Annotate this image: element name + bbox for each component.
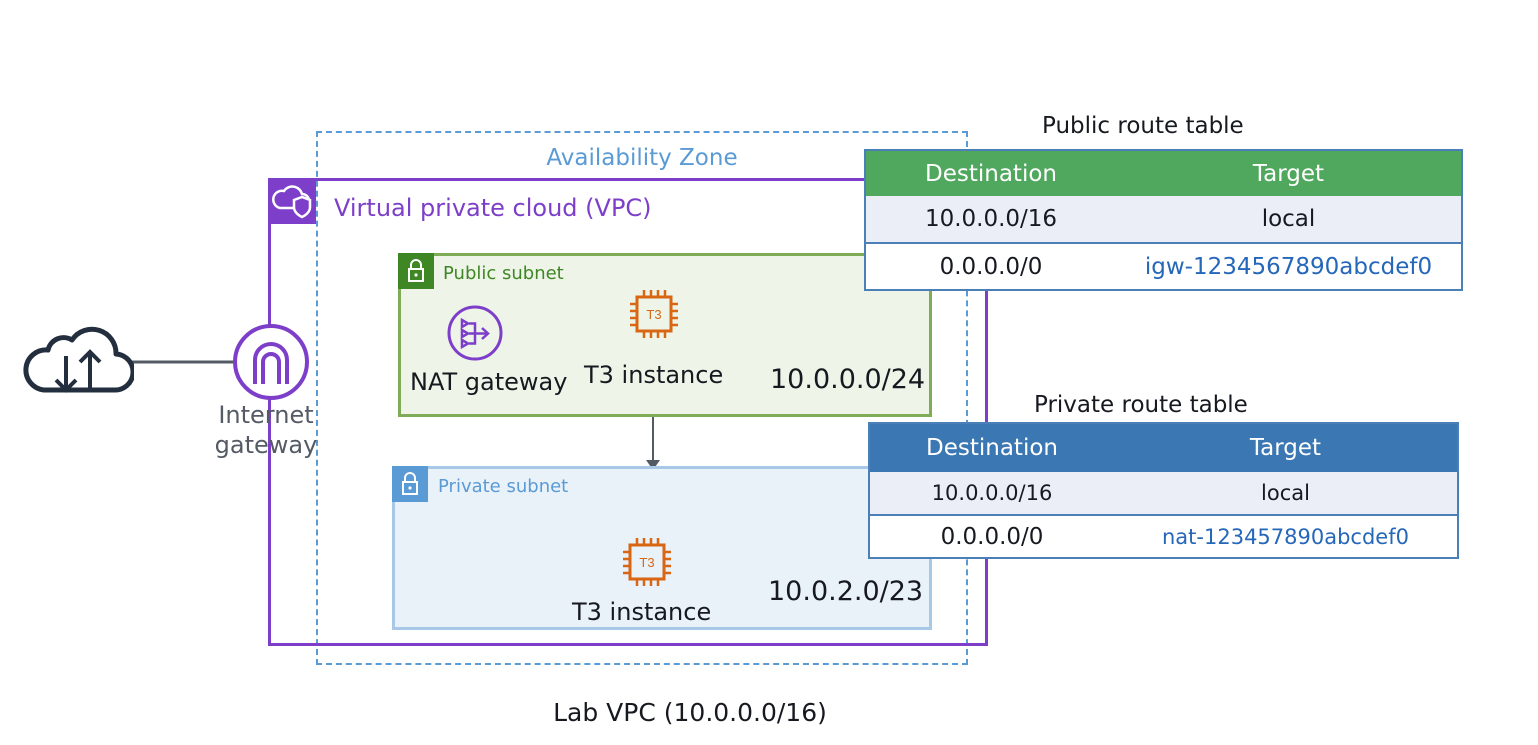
- internet-gateway-icon: [233, 324, 309, 400]
- nat-target-link[interactable]: nat-123457890abcdef0: [1162, 525, 1409, 549]
- ec2-t3-chip-icon: T3: [623, 538, 671, 586]
- nat-gateway-icon: [447, 305, 503, 361]
- private-instance-label: T3 instance: [572, 598, 712, 626]
- table-header-row: Destination Target: [866, 151, 1461, 196]
- arrow-head: [646, 460, 660, 470]
- public-route-table-title: Public route table: [1042, 113, 1244, 139]
- vpc-label: Virtual private cloud (VPC): [334, 194, 652, 222]
- destination-cell: 0.0.0.0/0: [939, 254, 1043, 280]
- lock-icon: [392, 466, 428, 502]
- public-instance-label: T3 instance: [584, 361, 724, 389]
- chip-text: T3: [646, 307, 661, 322]
- igw-target-link[interactable]: igw-1234567890abcdef0: [1144, 254, 1433, 280]
- internet-cloud-icon: [23, 326, 134, 393]
- diagram-caption: Lab VPC (10.0.0.0/16): [553, 698, 827, 727]
- private-subnet-box: [392, 466, 932, 630]
- table-row: 10.0.0.0/16 local: [866, 196, 1461, 242]
- table-row: 0.0.0.0/0 nat-123457890abcdef0: [870, 514, 1457, 558]
- availability-zone-label: Availability Zone: [546, 145, 738, 171]
- column-header-target: Target: [1252, 160, 1325, 187]
- public-subnet-label: Public subnet: [443, 263, 564, 284]
- availability-zone-box: [316, 131, 968, 665]
- chip-text: T3: [639, 555, 654, 570]
- public-route-table: Destination Target 10.0.0.0/16 local 0.0…: [864, 149, 1463, 291]
- target-cell: local: [1261, 481, 1310, 505]
- destination-cell: 10.0.0.0/16: [924, 206, 1058, 232]
- column-header-target: Target: [1249, 435, 1322, 461]
- ec2-t3-chip-icon: T3: [630, 290, 678, 338]
- table-row: 0.0.0.0/0 igw-1234567890abcdef0: [866, 242, 1461, 290]
- private-route-table: Destination Target 10.0.0.0/16 local 0.0…: [868, 422, 1459, 559]
- destination-cell: 0.0.0.0/0: [940, 524, 1044, 550]
- private-route-table-title: Private route table: [1034, 392, 1248, 418]
- private-subnet-cidr: 10.0.2.0/23: [768, 576, 924, 607]
- vpc-cloud-shield-icon: [268, 178, 316, 224]
- table-header-row: Destination Target: [870, 424, 1457, 472]
- nat-gateway-label: NAT gateway: [410, 368, 568, 396]
- vpc-box: [268, 178, 988, 646]
- column-header-destination: Destination: [926, 435, 1058, 461]
- table-row: 10.0.0.0/16 local: [870, 472, 1457, 514]
- column-header-destination: Destination: [925, 160, 1057, 187]
- lock-icon: [398, 253, 434, 289]
- public-subnet-cidr: 10.0.0.0/24: [770, 364, 926, 395]
- internet-gateway-label: Internet gateway: [214, 401, 318, 459]
- destination-cell: 10.0.0.0/16: [931, 481, 1053, 505]
- private-subnet-label: Private subnet: [438, 476, 569, 497]
- target-cell: local: [1261, 206, 1316, 232]
